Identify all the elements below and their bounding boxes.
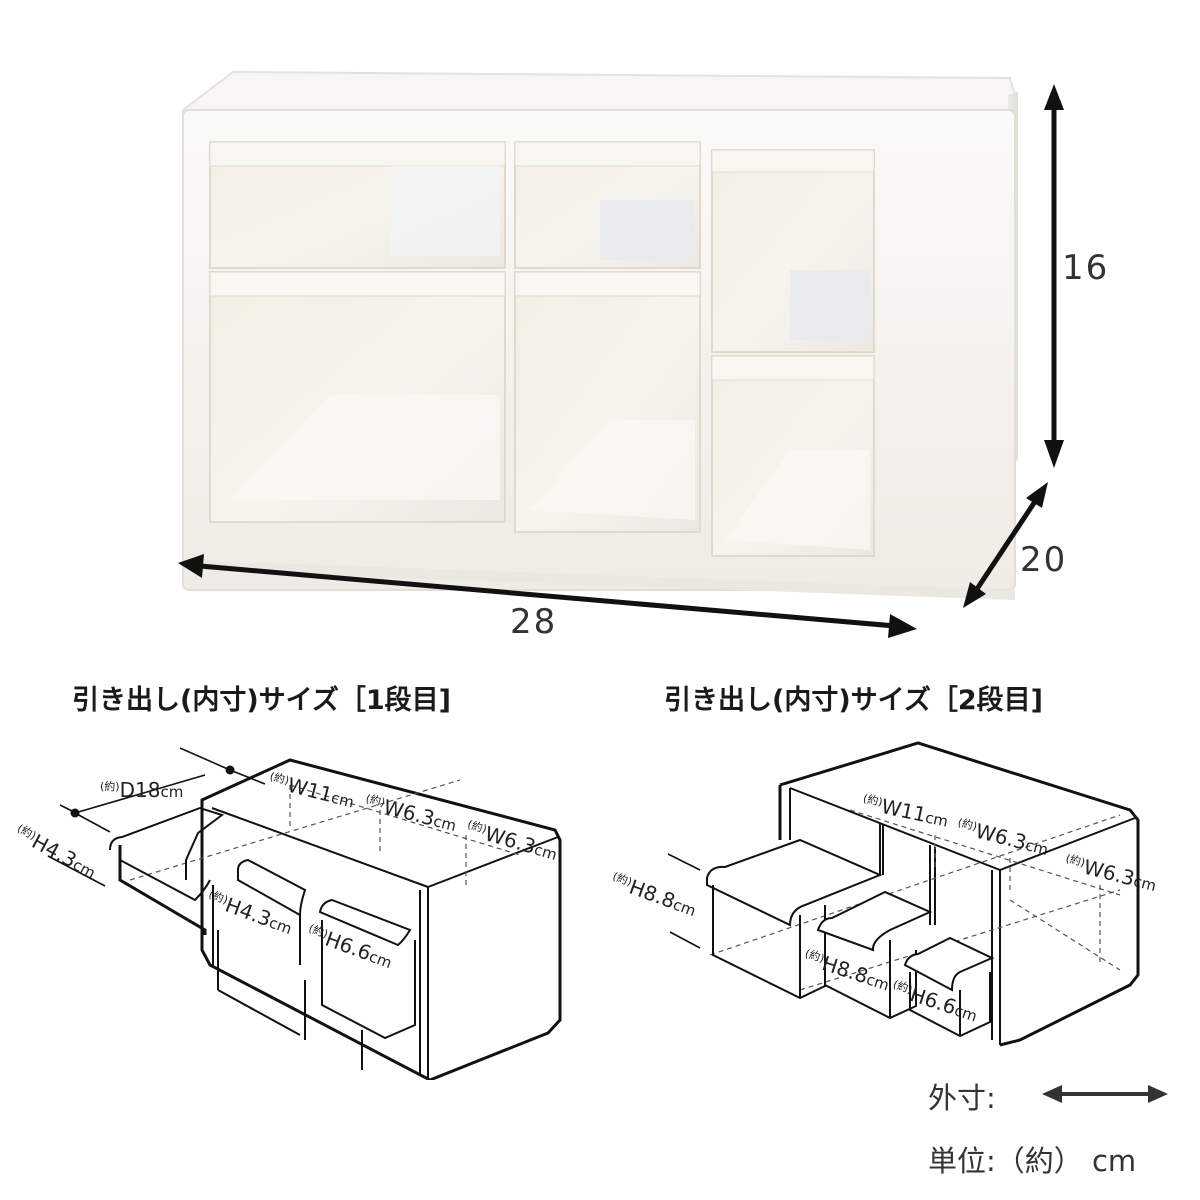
height-value: 16 <box>1062 248 1110 288</box>
width-value: 28 <box>510 602 558 642</box>
d1-depth-label: (約)D18cm <box>100 778 184 802</box>
diagram-1-title: 引き出し(内寸)サイズ［1段目] <box>72 685 451 716</box>
width-arrow <box>178 554 917 638</box>
diagram-2-drawing <box>667 741 1140 1047</box>
approx-prefix: (約) <box>100 780 120 793</box>
diagram-2-title: 引き出し(内寸)サイズ［2段目] <box>664 685 1043 716</box>
depth-value: 20 <box>1020 540 1068 580</box>
drawer-c2-r2 <box>514 271 701 533</box>
drawer-c3-r1 <box>711 149 875 353</box>
outer-dimension-legend-label: 外寸: <box>928 1081 996 1115</box>
height-arrow <box>1044 84 1064 468</box>
diagram-1-drawing <box>47 747 562 1080</box>
drawer-c3-r2 <box>711 355 875 557</box>
drawer-c1-r2 <box>209 271 506 523</box>
product-photo <box>178 70 1064 638</box>
double-arrow-icon <box>1042 1085 1168 1103</box>
unit-legend-label: 単位:（約） cm <box>928 1144 1137 1178</box>
drawer-c2-r1 <box>514 141 701 269</box>
drawer-c1-r1 <box>209 141 506 269</box>
depth-arrow <box>963 482 1048 608</box>
